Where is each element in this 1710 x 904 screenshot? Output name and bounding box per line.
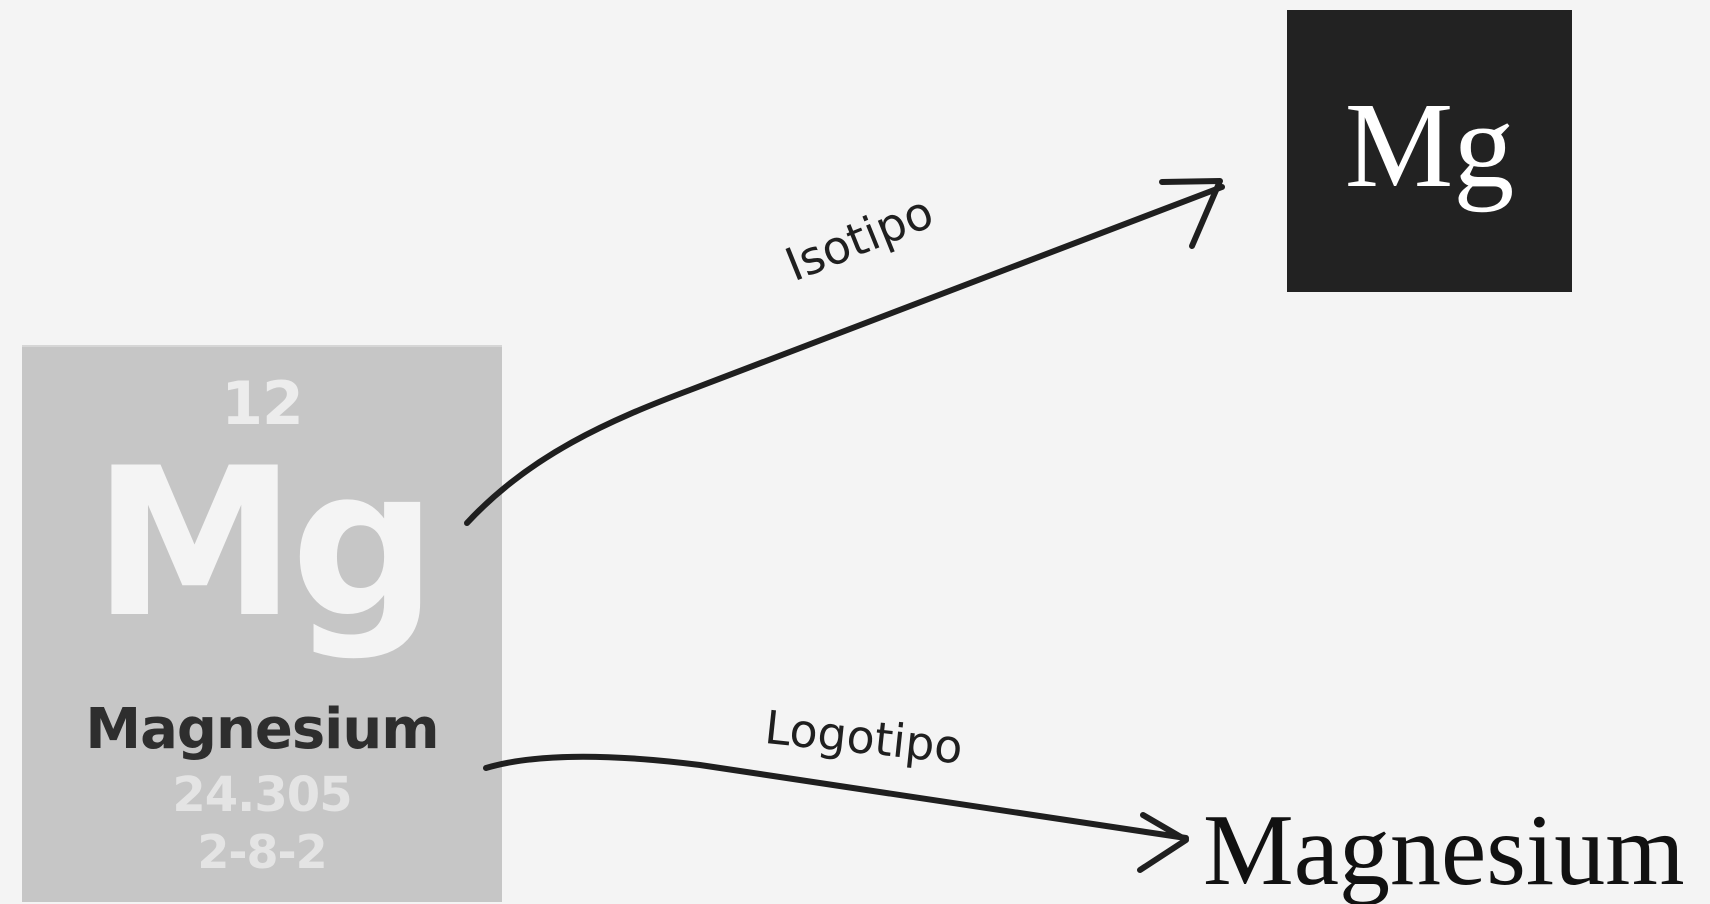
isotype-symbol: Mg	[1344, 78, 1515, 213]
atomic-number: 12	[221, 369, 304, 439]
element-name: Magnesium	[85, 697, 439, 762]
logotipo-arrowhead	[1137, 812, 1189, 873]
isotipo-label: Isotipo	[777, 184, 941, 292]
logotipo-arrow-line	[483, 753, 1189, 841]
logotipo-label: Logotipo	[762, 700, 966, 775]
isotipo-arrowhead	[1159, 178, 1223, 249]
logotype-word: Magnesium	[1203, 794, 1685, 904]
periodic-element-tile: 12 Mg Magnesium 24.305 2-8-2	[22, 345, 502, 902]
electron-configuration: 2-8-2	[197, 825, 327, 879]
isotype-box: Mg	[1287, 10, 1572, 292]
element-symbol: Mg	[92, 425, 438, 663]
atomic-mass: 24.305	[172, 767, 352, 823]
